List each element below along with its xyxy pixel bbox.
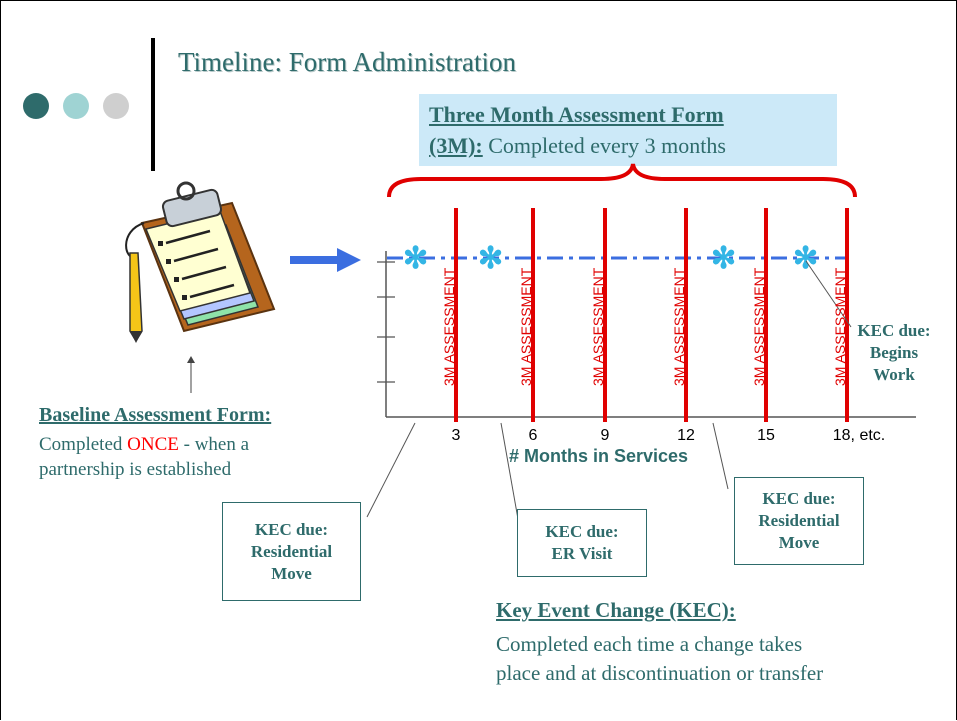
clipboard-icon <box>125 181 276 343</box>
asterisks: ✻ ✻ ✻ ✻ <box>403 242 818 275</box>
three-month-form-desc: (3M): Completed every 3 months <box>429 133 726 159</box>
kec-box-line: Move <box>271 563 312 583</box>
kec-box-line: KEC due: <box>857 321 931 340</box>
baseline-desc-after: - when a partnership is established <box>39 434 250 480</box>
assessment-lines <box>454 208 849 422</box>
baseline-desc-once: ONCE <box>127 434 179 455</box>
kec-section-desc: Completed each time a change takes place… <box>496 632 824 685</box>
kec-box-er-visit: KEC due: ER Visit <box>517 509 647 577</box>
arrow-right-icon <box>290 248 361 272</box>
kec-box-line: KEC due: <box>762 489 836 508</box>
kec-box-line: KEC due: <box>254 519 329 539</box>
dot-gray <box>103 93 129 119</box>
asterisk-icon: ✻ <box>793 242 818 275</box>
baseline-desc-before: Completed <box>39 434 128 455</box>
assessment-label: 3M ASSESSMENT <box>518 267 534 386</box>
kec-box-line: Residential <box>758 511 840 530</box>
x-axis-label: # Months in Services <box>509 446 689 466</box>
dot-dark <box>23 93 49 119</box>
assessment-label: 3M ASSESSMENT <box>590 267 606 386</box>
kec-box-line: Residential <box>250 541 333 561</box>
kec-section-title: Key Event Change (KEC): <box>496 598 736 622</box>
three-month-form-title: Three Month Assessment Form <box>429 102 724 127</box>
connector-line <box>712 422 729 490</box>
slide-title: Timeline: Form Administration <box>178 47 517 77</box>
kec-box-residential-move-2: KEC due: Residential Move <box>734 477 864 565</box>
kec-box-line: Work <box>873 365 915 384</box>
assessment-label: 3M ASSESSMENT <box>441 267 457 386</box>
asterisk-icon: ✻ <box>711 242 736 275</box>
x-tick-label: 6 <box>528 427 538 444</box>
kec-box-begins-work: KEC due: Begins Work <box>850 313 938 393</box>
kec-box-residential-move-1: KEC due: Residential Move <box>222 502 361 601</box>
baseline-form-title: Baseline Assessment Form: <box>39 404 272 426</box>
dot-teal <box>63 93 89 119</box>
x-tick-label: 15 <box>757 427 775 444</box>
baseline-form-desc: Completed ONCE - when a partnership is e… <box>39 432 339 482</box>
three-month-form-box: Three Month Assessment Form (3M): Comple… <box>419 94 837 166</box>
three-month-form-abbrev: (3M): <box>429 133 483 158</box>
kec-box-line: KEC due: <box>545 522 619 541</box>
kec-box-line: ER Visit <box>551 544 613 563</box>
x-tick-label: 18, etc. <box>832 427 886 444</box>
kec-box-line: Move <box>778 533 820 552</box>
three-month-form-desc-text: Completed every 3 months <box>482 133 726 158</box>
connector-line <box>366 422 416 518</box>
x-tick-label: 12 <box>677 427 695 444</box>
x-tick-label: 3 <box>451 427 461 444</box>
x-tick-label: 9 <box>600 427 610 444</box>
kec-box-line: Begins <box>869 343 919 362</box>
assessment-label: 3M ASSESSMENT <box>832 267 848 386</box>
brace <box>387 163 857 198</box>
asterisk-icon: ✻ <box>478 242 503 275</box>
connector-line <box>805 260 852 328</box>
assessment-label: 3M ASSESSMENT <box>751 267 767 386</box>
connector-line <box>500 422 519 520</box>
assessment-label: 3M ASSESSMENT <box>671 267 687 386</box>
asterisk-icon: ✻ <box>403 242 428 275</box>
title-divider <box>151 38 155 171</box>
